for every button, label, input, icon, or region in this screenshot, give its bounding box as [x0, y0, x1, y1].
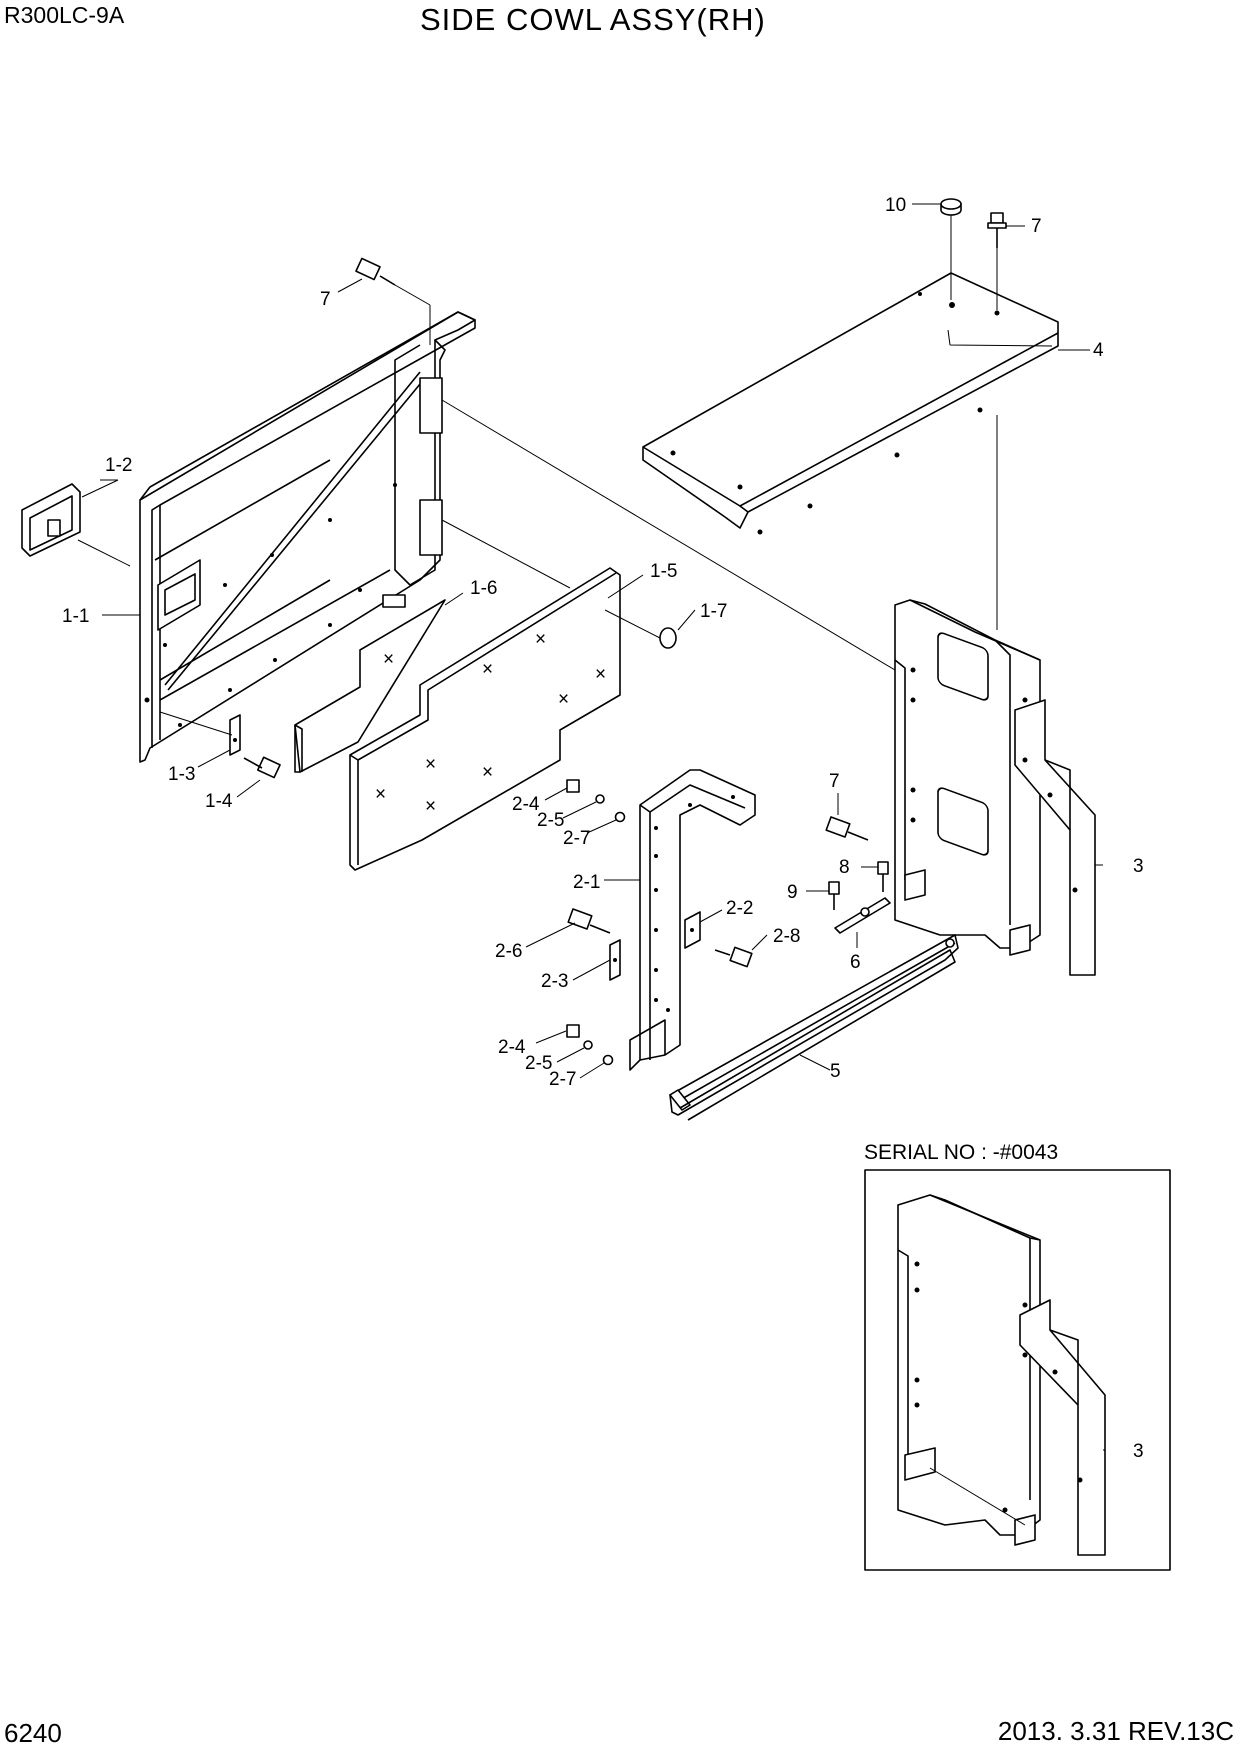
- part-1-3-clip: [159, 711, 241, 756]
- callout-1-7: 1-7: [700, 601, 727, 622]
- svg-text:×: ×: [425, 754, 436, 775]
- part-8-bolt: [877, 861, 889, 892]
- callout-2-4-upper: 2-4: [512, 794, 540, 815]
- callout-2-1: 2-1: [573, 872, 600, 893]
- callout-3-inset: 3: [1133, 1441, 1144, 1462]
- callout-7-left: 7: [320, 289, 331, 310]
- svg-text:×: ×: [482, 762, 493, 783]
- callout-7-top: 7: [1031, 216, 1042, 237]
- part-2-1-bracket: [629, 769, 756, 1071]
- callout-3: 3: [1133, 856, 1144, 877]
- svg-text:×: ×: [535, 629, 546, 650]
- part-3-cowl-frame: [441, 399, 1096, 976]
- callout-1-4: 1-4: [205, 791, 233, 812]
- part-6-bracket: [834, 897, 891, 934]
- part-2-3-plate: [609, 939, 621, 981]
- part-9-bolt: [828, 881, 840, 910]
- svg-text:×: ×: [595, 664, 606, 685]
- callout-1-3: 1-3: [168, 764, 195, 785]
- callout-10: 10: [885, 195, 906, 216]
- part-1-5-panel: × × × × × × × ×: [349, 567, 621, 871]
- model-number: R300LC-9A: [4, 2, 125, 28]
- callout-9: 9: [787, 882, 798, 903]
- callout-2-5-upper: 2-5: [537, 810, 564, 831]
- svg-text:×: ×: [383, 649, 394, 670]
- callout-2-5-lower: 2-5: [525, 1053, 552, 1074]
- callout-labels: 10 7 4 7 1-2 1-5 1-6 1-7 1-1 1-3 1-4 2-4…: [62, 195, 1144, 1462]
- callout-8: 8: [839, 857, 850, 878]
- part-7-bolt-left: [355, 257, 431, 345]
- callout-4: 4: [1093, 340, 1104, 361]
- inset-box: [864, 1169, 1171, 1571]
- callout-2-7-lower: 2-7: [549, 1069, 576, 1090]
- inset-caption: SERIAL NO : -#0043: [864, 1141, 1059, 1164]
- part-4-top-cover: [642, 272, 1059, 535]
- part-2-2-plate: [684, 911, 701, 949]
- callout-1-6: 1-6: [470, 578, 497, 599]
- part-10-plug: [940, 198, 962, 300]
- callout-2-3: 2-3: [541, 971, 568, 992]
- part-2-fasteners: [566, 779, 753, 1066]
- svg-text:×: ×: [482, 659, 493, 680]
- part-1-4-bolt: [243, 756, 281, 779]
- callout-1-5: 1-5: [650, 561, 677, 582]
- page-number: 6240: [4, 1718, 62, 1748]
- svg-text:×: ×: [425, 796, 436, 817]
- part-1-7-button: [604, 609, 677, 649]
- callout-2-7-upper: 2-7: [563, 828, 590, 849]
- callout-5: 5: [830, 1061, 841, 1082]
- svg-text:×: ×: [558, 689, 569, 710]
- part-7-bolt-mid: [825, 816, 869, 841]
- callout-1-2: 1-2: [105, 455, 132, 476]
- part-1-6-panel: ×: [294, 599, 446, 773]
- callout-1-1: 1-1: [62, 606, 89, 627]
- callout-2-6: 2-6: [495, 941, 522, 962]
- svg-text:×: ×: [375, 784, 386, 805]
- part-5-rail: [669, 934, 959, 1121]
- leader-lines: [81, 203, 1105, 1451]
- part-1-1-door-frame: [139, 311, 476, 763]
- callout-2-8: 2-8: [773, 926, 800, 947]
- callout-2-2: 2-2: [726, 898, 753, 919]
- callout-2-4-lower: 2-4: [498, 1037, 526, 1058]
- part-1-2-handle: [21, 483, 131, 567]
- revision-date: 2013. 3.31 REV.13C: [997, 1716, 1234, 1746]
- page-title: SIDE COWL ASSY(RH): [420, 2, 766, 37]
- callout-7-mid: 7: [829, 771, 840, 792]
- callout-6: 6: [850, 952, 861, 973]
